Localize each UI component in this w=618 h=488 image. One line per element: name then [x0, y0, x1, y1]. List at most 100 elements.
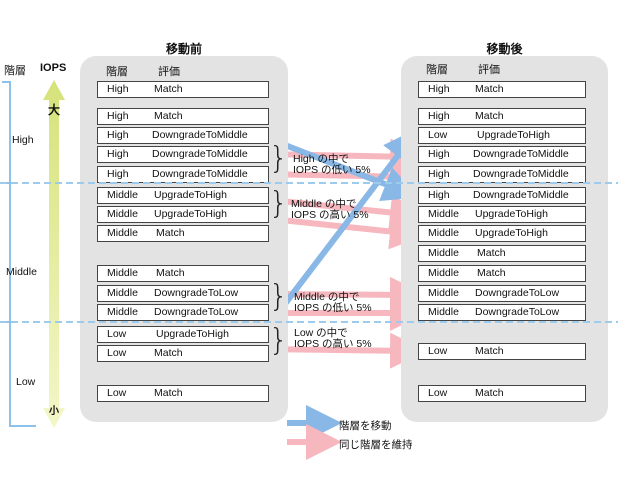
- before-row: High Match: [97, 81, 269, 98]
- before-row-eval: Match: [154, 110, 183, 122]
- before-row-tier: Low: [107, 387, 127, 399]
- after-row-tier: Low: [428, 345, 448, 357]
- after-row-eval: Match: [477, 267, 506, 279]
- before-row: High Match: [97, 108, 269, 125]
- after-row-tier: High: [428, 83, 450, 95]
- note-low-high: Low の中で IOPS の高い 5%: [294, 327, 372, 350]
- after-row-eval: Match: [475, 387, 504, 399]
- after-row-tier: Low: [428, 387, 448, 399]
- after-row: Low UpgradeToHigh: [418, 127, 586, 144]
- after-row-eval: DowngradeToMiddle: [473, 189, 569, 201]
- tier-label-middle: Middle: [6, 266, 37, 278]
- after-row-tier: Middle: [428, 208, 459, 220]
- tier-label-low: Low: [16, 376, 36, 388]
- after-row: High DowngradeToMiddle: [418, 187, 586, 204]
- after-row-eval: Match: [475, 345, 504, 357]
- after-row: Middle DowngradeToLow: [418, 285, 586, 302]
- before-row-tier: High: [107, 83, 129, 95]
- before-row: Low Match: [97, 385, 269, 402]
- after-row-tier: Middle: [428, 306, 459, 318]
- before-row-tier: High: [107, 148, 129, 160]
- before-row: High DowngradeToMiddle: [97, 166, 269, 183]
- iops-column-header: IOPS: [40, 62, 67, 74]
- axis-label-big: 大: [48, 103, 61, 117]
- after-row-eval: Match: [475, 83, 504, 95]
- before-row-tier: Middle: [107, 267, 138, 279]
- before-row-eval: UpgradeToHigh: [156, 328, 229, 340]
- after-row-eval: Match: [477, 247, 506, 259]
- before-row-tier: High: [107, 168, 129, 180]
- before-row-eval: DowngradeToMiddle: [152, 148, 248, 160]
- after-row: Middle UpgradeToHigh: [418, 225, 586, 242]
- after-row-eval: UpgradeToHigh: [475, 227, 548, 239]
- brace-low-high: }: [269, 323, 289, 358]
- after-row-eval: UpgradeToHigh: [475, 208, 548, 220]
- tier-label-high: High: [12, 134, 34, 146]
- before-row-eval: DowngradeToMiddle: [152, 129, 248, 141]
- after-row: Middle DowngradeToLow: [418, 304, 586, 321]
- after-title: 移動後: [486, 42, 523, 56]
- before-title: 移動前: [165, 42, 202, 56]
- after-row: Low Match: [418, 385, 586, 402]
- after-col-eval: 評価: [478, 64, 500, 76]
- after-row-eval: DowngradeToMiddle: [473, 168, 569, 180]
- before-row: Middle DowngradeToLow: [97, 304, 269, 321]
- before-row-tier: Middle: [107, 287, 138, 299]
- before-row-eval: Match: [154, 83, 183, 95]
- before-row: Low Match: [97, 345, 269, 362]
- before-row-eval: Match: [156, 227, 185, 239]
- after-col-tier: 階層: [426, 64, 448, 76]
- after-row-eval: DowngradeToMiddle: [473, 148, 569, 160]
- after-row-eval: UpgradeToHigh: [477, 129, 550, 141]
- after-row-tier: Middle: [428, 247, 459, 259]
- before-row: Middle Match: [97, 265, 269, 282]
- before-row: Middle Match: [97, 225, 269, 242]
- note-middle-high: Middle の中で IOPS の高い 5%: [291, 198, 369, 221]
- after-row-tier: High: [428, 189, 450, 201]
- after-row-tier: Low: [428, 129, 448, 141]
- axis-label-small: 小: [49, 406, 59, 417]
- tier-column-header: 階層: [4, 65, 26, 77]
- tier-bracket-high: [2, 81, 11, 183]
- after-row-tier: Middle: [428, 227, 459, 239]
- after-row-tier: High: [428, 148, 450, 160]
- brace-middle-low: }: [269, 279, 289, 314]
- before-row-tier: Middle: [107, 227, 138, 239]
- after-row-tier: Middle: [428, 267, 459, 279]
- before-row-eval: Match: [156, 267, 185, 279]
- legend-keep-label: 同じ階層を維持: [339, 439, 413, 451]
- after-row: Middle Match: [418, 265, 586, 282]
- after-row-eval: DowngradeToLow: [475, 287, 560, 299]
- after-row: Middle UpgradeToHigh: [418, 206, 586, 223]
- brace-middle-high: }: [269, 186, 289, 221]
- after-row: High DowngradeToMiddle: [418, 166, 586, 183]
- before-row: Middle UpgradeToHigh: [97, 206, 269, 223]
- before-row-eval: DowngradeToLow: [154, 306, 239, 318]
- after-row-tier: High: [428, 110, 450, 122]
- before-row-tier: Middle: [107, 306, 138, 318]
- before-row-tier: Middle: [107, 189, 138, 201]
- before-row-tier: Low: [107, 347, 127, 359]
- before-row-eval: Match: [154, 387, 183, 399]
- before-row-eval: DowngradeToMiddle: [152, 168, 248, 180]
- after-row: High DowngradeToMiddle: [418, 146, 586, 163]
- before-row-eval: Match: [154, 347, 183, 359]
- note-middle-low: Middle の中で IOPS の低い 5%: [294, 291, 372, 314]
- after-row-tier: Middle: [428, 287, 459, 299]
- after-row: High Match: [418, 81, 586, 98]
- before-col-eval: 評価: [158, 66, 180, 78]
- before-col-tier: 階層: [106, 66, 128, 78]
- after-row-tier: High: [428, 168, 450, 180]
- after-row-eval: DowngradeToLow: [475, 306, 560, 318]
- before-row-eval: UpgradeToHigh: [154, 208, 227, 220]
- after-row: Middle Match: [418, 245, 586, 262]
- brace-high-low: }: [269, 141, 289, 176]
- before-row-tier: Middle: [107, 208, 138, 220]
- before-row-tier: High: [107, 110, 129, 122]
